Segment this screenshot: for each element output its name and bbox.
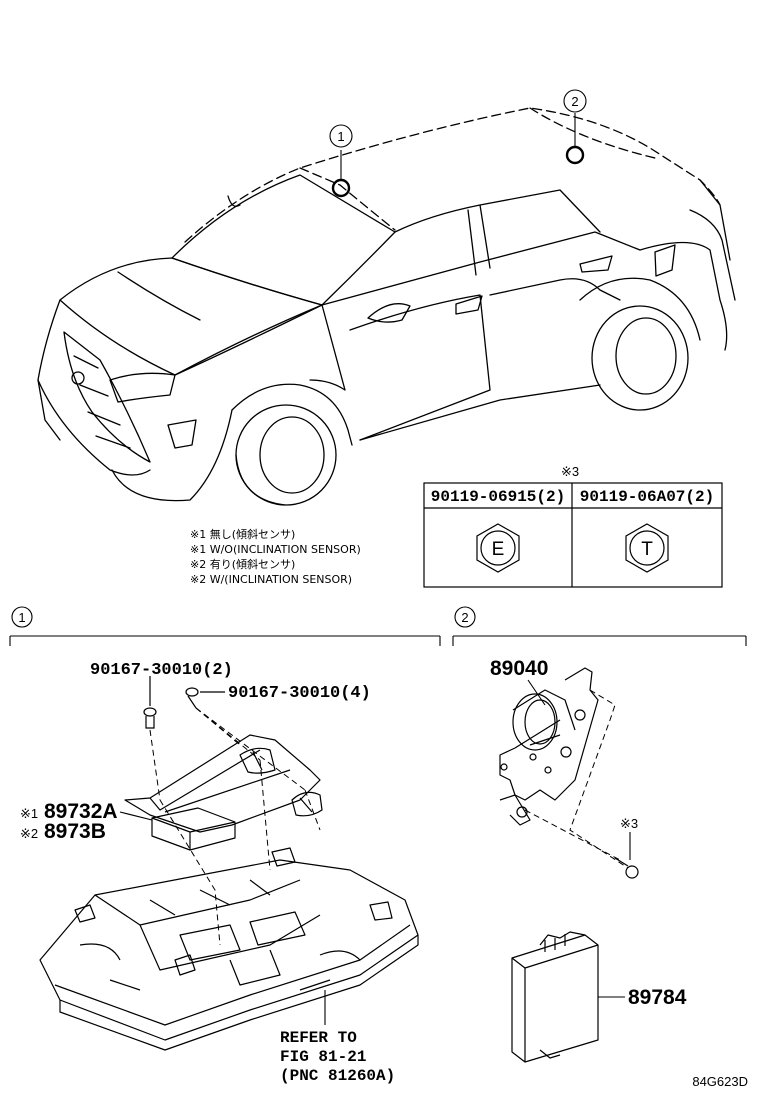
note-line-1: ※1 無し(傾斜センサ) [190,527,295,541]
part-label-bolt-a: 90167-30010(2) [90,661,233,680]
sensor-2-mark: ※2 [20,826,38,841]
horn-leaders [524,689,629,869]
section-1-label: 1 [18,610,25,625]
part-label-bolt-b: 90167-30010(4) [228,684,371,703]
callout-2-roof: 2 [563,89,587,165]
vehicle-illustration [37,107,736,506]
refer-line-1: REFER TO [280,1029,357,1047]
callout-1-label: 1 [337,129,344,144]
sensor-2-code: 8973B [44,820,106,843]
siren-horn-icon [499,667,599,826]
refer-line-3: (PNC 81260A) [280,1067,395,1085]
bolt-a-icon [143,676,157,729]
callout-1-roof: 1 [329,124,353,198]
table-col2-header: 90119-06A07(2) [580,488,714,506]
bolt-leaders [149,707,321,946]
bolt-t-symbol: T [641,539,653,560]
note-line-3: ※2 有り(傾斜センサ) [190,557,295,571]
sensor-1-code: 89732A [44,800,118,823]
sensor-1-mark: ※1 [20,806,38,821]
table-mark: ※3 [561,464,579,479]
bolt-t-icon: T [625,523,669,573]
roof-console [39,847,419,1051]
refer-line-2: FIG 81-21 [280,1048,366,1066]
part-label-horn: 89040 [490,657,548,680]
ecu-module-icon [511,931,599,1063]
part-label-ecu: 89784 [628,986,687,1009]
sensor-bracket [124,734,323,833]
notes-block: ※1 無し(傾斜センサ) ※1 W/O(INCLINATION SENSOR) … [190,527,361,586]
section-header-1: 1 [9,606,441,646]
bolt-e-symbol: E [492,539,505,560]
bolt-table: ※3 90119-06915(2) 90119-06A07(2) E T [423,464,723,588]
screw-mark: ※3 [620,816,638,831]
bolt-e-icon: E [476,523,520,573]
bolt-b-icon [185,687,225,709]
inclination-sensor-icon [151,807,236,851]
section-header-2: 2 [452,606,747,646]
callout-2-label: 2 [571,94,578,109]
screw-icon [614,857,639,879]
section-2-label: 2 [461,610,468,625]
note-line-4: ※2 W/(INCLINATION SENSOR) [190,573,352,586]
table-col1-header: 90119-06915(2) [431,488,565,506]
note-line-2: ※1 W/O(INCLINATION SENSOR) [190,543,361,556]
figure-code: 84G623D [692,1074,748,1089]
